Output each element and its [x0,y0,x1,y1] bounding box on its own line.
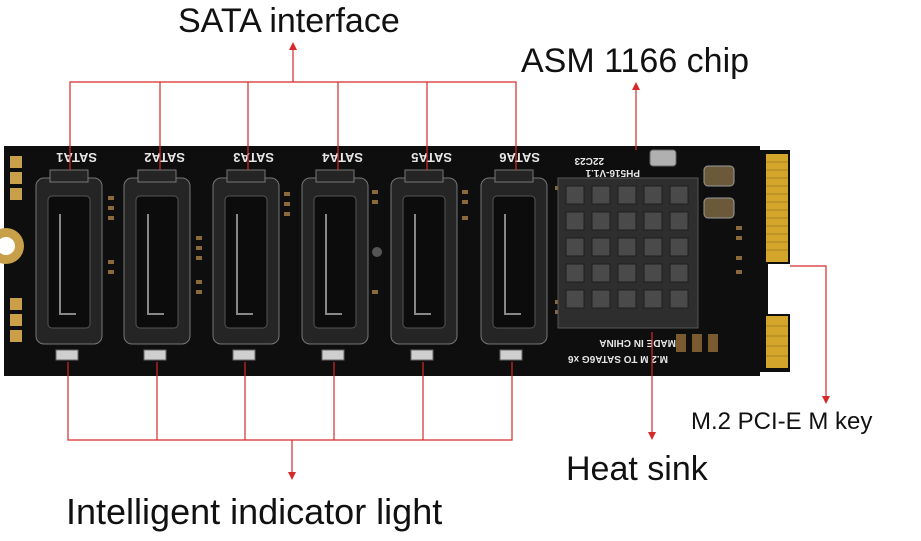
model-text: PH516-V1.1 [585,167,640,178]
port-silkscreen: SATA1 SATA2 SATA3 SATA4 SATA5 SATA6 [56,150,540,165]
port-label-3: SATA3 [233,150,274,165]
sata-port-3 [212,169,280,345]
left-pads [10,156,22,342]
port-label-1: SATA1 [56,150,97,165]
capacitors [676,165,735,352]
mkey-arrow [790,265,830,404]
port-label-4: SATA4 [322,150,363,165]
mkey-label: M.2 PCI-E M key [691,408,873,435]
indicator-light-label: Intelligent indicator light [66,491,443,532]
sata-port-1 [35,169,103,345]
sata-port-6 [480,169,548,345]
indicator-leds [55,349,523,361]
made-in-text: MADE IN CHINA [599,337,676,348]
asm-chip-label: ASM 1166 chip [521,42,750,80]
heat-sink [557,177,699,329]
port-label-2: SATA2 [144,150,185,165]
sata-interface-label: SATA interface [178,2,400,40]
callout-lines [67,42,830,480]
crystal [649,149,677,167]
date-code: 22C23 [574,155,604,166]
board-text: PH516-V1.1 22C23 MADE IN CHINA M.2 M TO … [568,155,676,364]
sata-port-5 [390,169,458,345]
product-text: M.2 M TO SATA6G x6 [568,353,668,364]
sata-port-2 [123,169,191,345]
port-label-5: SATA5 [411,150,452,165]
heat-sink-label: Heat sink [566,450,708,488]
port-label-6: SATA6 [499,150,540,165]
indicator-bracket [67,362,513,441]
gold-fingers [766,154,788,368]
sata-port-4 [301,169,369,345]
via [372,247,382,257]
sata-ports [35,169,548,345]
